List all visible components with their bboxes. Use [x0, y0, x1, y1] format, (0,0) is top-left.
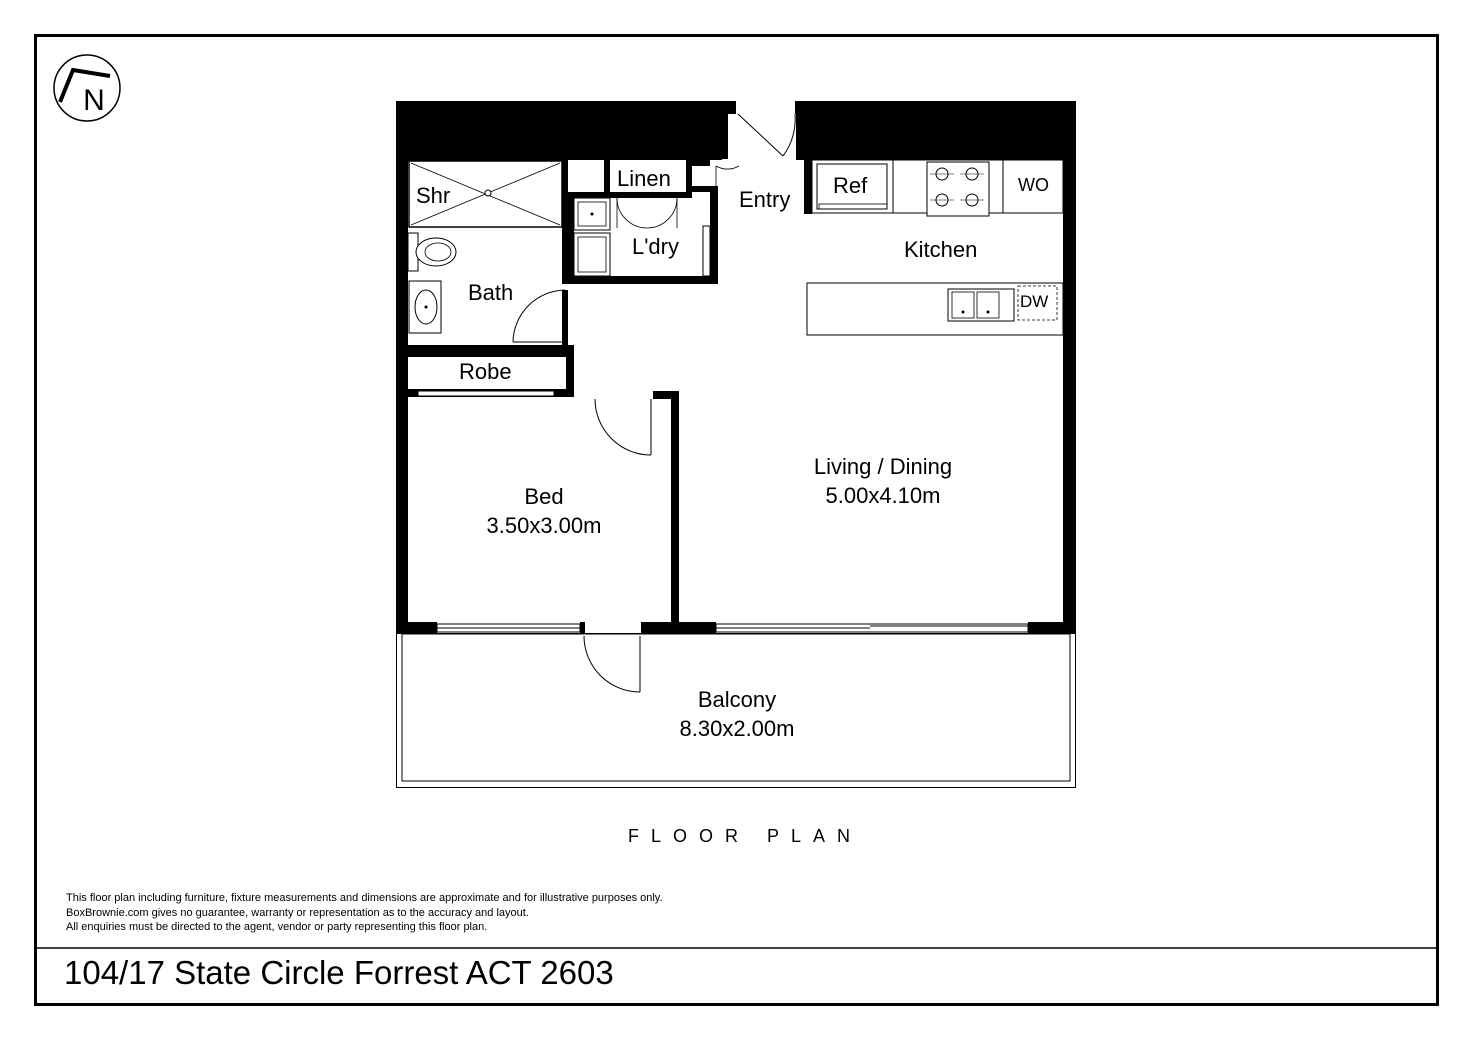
label-laundry: L'dry — [632, 234, 679, 259]
basin-icon — [408, 280, 442, 334]
entry-door-swing — [737, 113, 784, 157]
dishwasher-outline — [1017, 285, 1058, 321]
exterior-wall-top-right — [796, 101, 1076, 160]
room-labels: Shr Linen Entry Ref WO L'dry Kitchen Bat… — [416, 166, 1049, 741]
fridge-icon — [816, 163, 888, 210]
disclaimer-line: All enquiries must be directed to the ag… — [66, 921, 488, 933]
label-kitchen: Kitchen — [904, 237, 977, 262]
floor-plan — [396, 101, 1076, 788]
label-balcony-size: 8.30x2.00m — [680, 716, 795, 741]
cooktop-icon — [926, 161, 990, 217]
label-dishwasher: DW — [1020, 292, 1048, 311]
kitchen-island — [806, 282, 1064, 336]
label-fridge: Ref — [833, 173, 868, 198]
label-bed: Bed — [524, 484, 563, 509]
disclaimer-line: This floor plan including furniture, fix… — [66, 892, 663, 904]
label-wall-oven: WO — [1018, 175, 1049, 195]
label-linen: Linen — [617, 166, 671, 191]
label-living: Living / Dining — [814, 454, 952, 479]
label-living-size: 5.00x4.10m — [826, 483, 941, 508]
washing-machine-icon — [573, 232, 611, 277]
wall-bed-living — [671, 391, 679, 634]
label-bed-size: 3.50x3.00m — [487, 513, 602, 538]
compass-letter: N — [83, 84, 105, 117]
linen-wall — [604, 160, 610, 198]
label-bath: Bath — [468, 280, 513, 305]
disclaimer: This floor plan including furniture, fix… — [66, 891, 663, 935]
plan-heading: FLOOR PLAN — [628, 826, 863, 846]
label-balcony: Balcony — [698, 687, 776, 712]
label-entry: Entry — [739, 187, 790, 212]
label-shower: Shr — [416, 183, 450, 208]
toilet-icon — [407, 232, 457, 272]
north-compass-icon: N — [53, 54, 121, 122]
exterior-wall-right — [1063, 101, 1076, 634]
page-border — [34, 34, 1439, 1006]
disclaimer-line: BoxBrownie.com gives no guarantee, warra… — [66, 906, 529, 919]
sink-icon — [947, 288, 1015, 322]
exterior-wall-left — [396, 101, 408, 634]
label-robe: Robe — [459, 359, 512, 384]
property-address: 104/17 State Circle Forrest ACT 2603 — [64, 954, 614, 991]
exterior-wall-top-left — [396, 101, 722, 160]
robe-wall — [405, 349, 573, 357]
laundry-tub-icon — [573, 197, 611, 231]
